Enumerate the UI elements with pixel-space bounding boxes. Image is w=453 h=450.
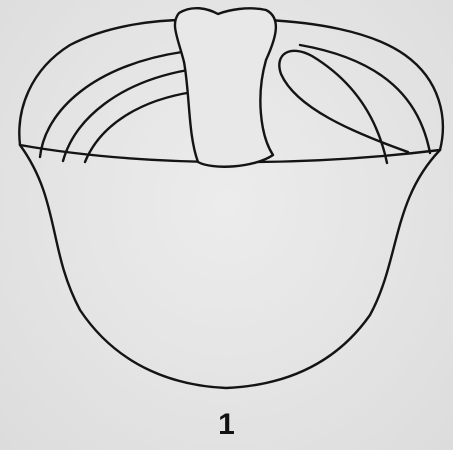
- left-arc-inner: [85, 92, 193, 162]
- left-arc-outer: [40, 52, 182, 157]
- left-lobe-outline: [19, 20, 186, 145]
- cup-body-outline: [20, 145, 440, 388]
- central-column: [175, 8, 276, 167]
- right-inner-lobe: [279, 51, 408, 163]
- figure-number: 1: [0, 408, 453, 442]
